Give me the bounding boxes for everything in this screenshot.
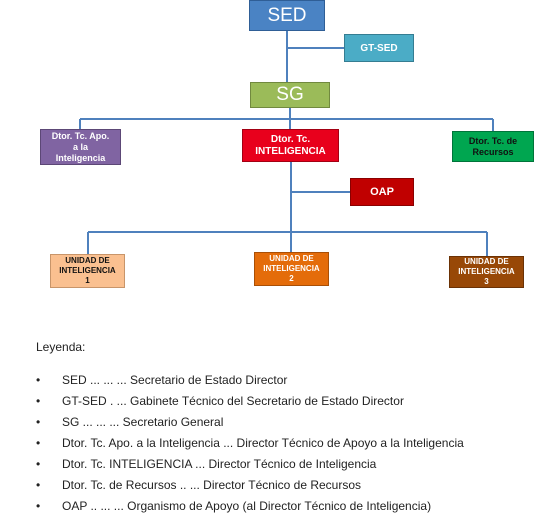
bullet-icon: • (36, 457, 41, 471)
unidad-2-line-2: INTELIGENCIA (263, 264, 320, 273)
legend-item: • Dtor. Tc. INTELIGENCIA ... Director Téc… (36, 456, 464, 477)
legend-item: • Dtor. Tc. Apo. a la Inteligencia ... Di… (36, 435, 464, 456)
legend-item-text: Dtor. Tc. INTELIGENCIA ... Director Técn… (62, 457, 377, 471)
sed-label: SED (267, 4, 307, 26)
dtor-recursos-line-2: Recursos (472, 146, 514, 157)
unidad-1-line-1: UNIDAD DE (65, 256, 110, 265)
sg-box: SG (250, 82, 330, 108)
bullet-icon: • (36, 373, 41, 387)
bullet-icon: • (36, 415, 41, 429)
legend-item-text: SED ... ... ... Secretario de Estado Dir… (62, 373, 288, 387)
legend-item-text: SG ... ... ... Secretario General (62, 415, 224, 429)
dtor-apo-line-1: Dtor. Tc. Apo. (51, 130, 110, 141)
dtor-recursos-box: Dtor. Tc. de Recursos (452, 131, 534, 162)
bullet-icon: • (36, 478, 41, 492)
dtor-inteligencia-box: Dtor. Tc. INTELIGENCIA (242, 129, 339, 162)
legend-list: • SED ... ... ... Secretario de Estado Di… (36, 372, 464, 519)
dtor-apo-line-3: Inteligencia (55, 152, 106, 163)
unidad-3-line-3: 3 (484, 277, 489, 286)
dtor-inteligencia-label: Dtor. Tc. INTELIGENCIA (255, 134, 326, 158)
dtor-inteligencia-line-1: Dtor. Tc. (270, 133, 311, 145)
oap-box: OAP (350, 178, 414, 206)
legend-item-text: GT-SED . ... Gabinete Técnico del Secret… (62, 394, 404, 408)
dtor-apo-line-2: a la (72, 141, 88, 152)
legend-item-text: Dtor. Tc. de Recursos .. ... Director Té… (62, 478, 362, 492)
dtor-recursos-label: Dtor. Tc. de Recursos (469, 136, 517, 158)
unidad-1-box: UNIDAD DE INTELIGENCIA 1 (50, 254, 125, 288)
unidad-3-line-1: UNIDAD DE (464, 257, 509, 266)
unidad-1-line-2: INTELIGENCIA (59, 266, 116, 275)
dtor-recursos-line-1: Dtor. Tc. de (468, 135, 518, 146)
bullet-icon: • (36, 436, 41, 450)
legend-item: • SG ... ... ... Secretario General (36, 414, 464, 435)
unidad-3-label: UNIDAD DE INTELIGENCIA 3 (458, 257, 514, 287)
legend-item: • SED ... ... ... Secretario de Estado Di… (36, 372, 464, 393)
unidad-2-line-1: UNIDAD DE (269, 254, 314, 263)
legend-item: • Dtor. Tc. de Recursos .. ... Director T… (36, 477, 464, 498)
dtor-inteligencia-line-2: INTELIGENCIA (255, 145, 326, 157)
unidad-3-line-2: INTELIGENCIA (458, 267, 515, 276)
gt-sed-box: GT-SED (344, 34, 414, 62)
legend-title: Leyenda: (36, 340, 86, 354)
sg-label: SG (276, 84, 304, 105)
dtor-apo-box: Dtor. Tc. Apo. a la Inteligencia (40, 129, 121, 165)
bullet-icon: • (36, 499, 41, 513)
sed-box: SED (249, 0, 325, 31)
gt-sed-label: GT-SED (360, 42, 398, 54)
unidad-1-line-3: 1 (85, 276, 90, 285)
unidad-2-label: UNIDAD DE INTELIGENCIA 2 (263, 254, 319, 284)
legend-item-text: Dtor. Tc. Apo. a la Inteligencia ... Dir… (62, 436, 464, 450)
unidad-2-box: UNIDAD DE INTELIGENCIA 2 (254, 252, 329, 286)
oap-label: OAP (370, 186, 394, 198)
legend-item-text: OAP .. ... ... Organismo de Apoyo (al Di… (62, 499, 432, 513)
dtor-apo-label: Dtor. Tc. Apo. a la Inteligencia (52, 131, 110, 164)
unidad-1-label: UNIDAD DE INTELIGENCIA 1 (59, 256, 115, 286)
unidad-3-box: UNIDAD DE INTELIGENCIA 3 (449, 256, 524, 288)
unidad-2-line-3: 2 (289, 274, 294, 283)
legend-item: • OAP .. ... ... Organismo de Apoyo (al D… (36, 498, 464, 519)
bullet-icon: • (36, 394, 41, 408)
legend-item: • GT-SED . ... Gabinete Técnico del Secre… (36, 393, 464, 414)
